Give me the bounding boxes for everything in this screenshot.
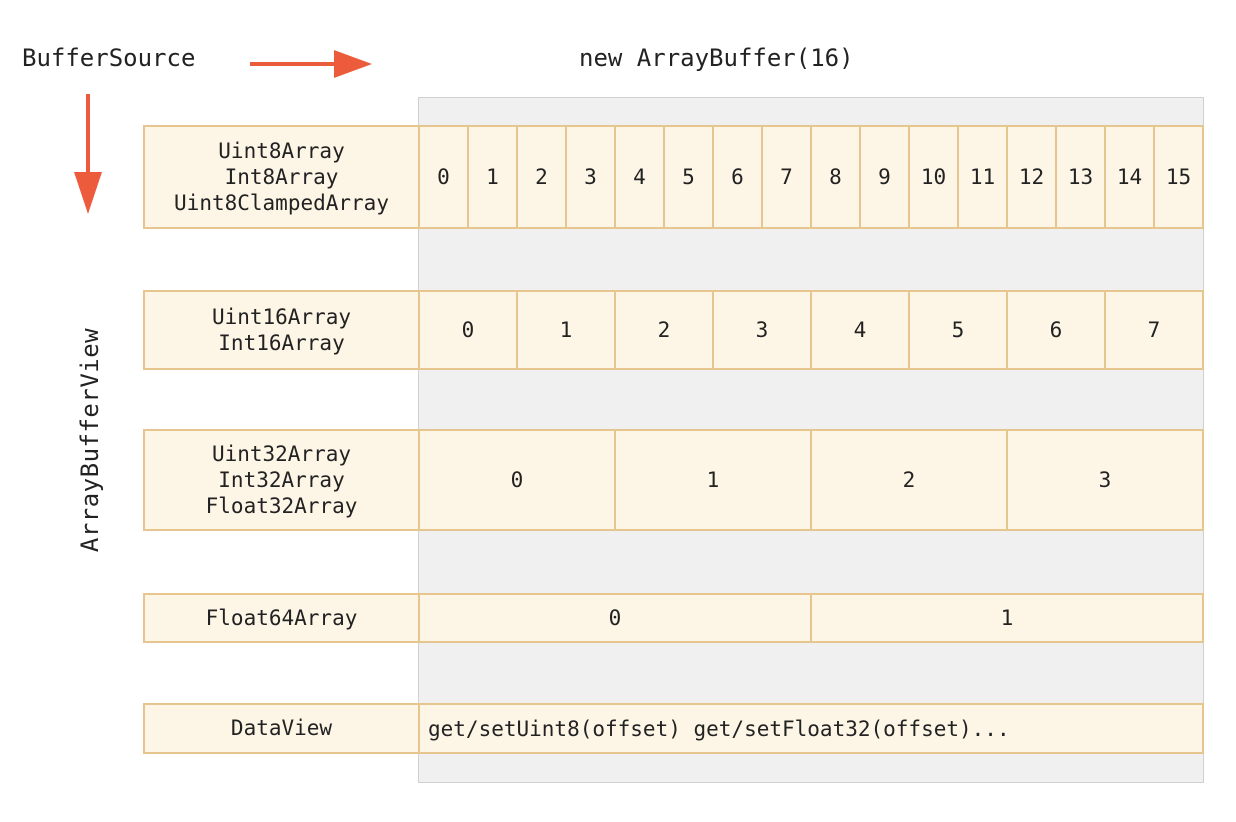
element-cell: 5 [908,290,1008,370]
byte-cell: 10 [908,125,959,229]
type-name: Int8Array [224,164,339,189]
element-cell: 7 [1104,290,1204,370]
byte-cell: 13 [1055,125,1106,229]
byte-cell: 15 [1153,125,1204,229]
element-cell: 3 [712,290,812,370]
row-dataview: DataView get/setUint8(offset) get/setFlo… [143,703,1204,754]
byte-cell: 6 [712,125,763,229]
byte-cell: 8 [810,125,861,229]
byte-cell: 5 [663,125,714,229]
array-buffer-view-label: ArrayBufferView [76,327,104,553]
element-cell: 4 [810,290,910,370]
element-cell: 1 [810,593,1204,643]
down-arrow-icon [74,94,102,214]
row-uint8: Uint8Array Int8Array Uint8ClampedArray 0… [143,125,1204,229]
array-buffer-label: new ArrayBuffer(16) [579,44,854,72]
byte-cell: 12 [1006,125,1057,229]
type-name: Int16Array [218,331,345,355]
byte-cell: 14 [1104,125,1155,229]
byte-cell: 0 [418,125,469,229]
byte-cell: 7 [761,125,812,229]
right-arrow-icon [250,50,372,78]
type-name: Float32Array [205,494,358,519]
element-cell: 1 [516,290,616,370]
element-cell: 0 [418,429,616,531]
row-label: Uint32Array Int32Array Float32Array [143,429,420,531]
element-cell: 2 [810,429,1008,531]
type-name: Uint32Array [211,441,352,466]
type-name: Uint8Array [218,138,345,163]
element-cell: 0 [418,290,518,370]
element-cell: 1 [614,429,812,531]
byte-cell: 4 [614,125,665,229]
type-name: Uint16Array [211,304,352,329]
type-name: Float64Array [205,605,358,630]
row-label: Uint8Array Int8Array Uint8ClampedArray [143,125,420,229]
byte-cell: 9 [859,125,910,229]
element-cell: 6 [1006,290,1106,370]
row-uint16: Uint16Array Int16Array 0 1 2 3 4 5 6 7 [143,290,1204,370]
element-cell: 2 [614,290,714,370]
buffer-source-label: BufferSource [22,44,196,72]
row-label: Float64Array [143,593,420,643]
row-label: Uint16Array Int16Array [143,290,420,370]
row-label: DataView [143,703,420,754]
element-cell: 3 [1006,429,1204,531]
dataview-methods: get/setUint8(offset) get/setFloat32(offs… [418,703,1204,754]
type-name: Uint8ClampedArray [174,191,389,216]
byte-cell: 1 [467,125,518,229]
element-cell: 0 [418,593,812,643]
type-name: DataView [230,716,333,741]
byte-cell: 2 [516,125,567,229]
byte-cell: 3 [565,125,616,229]
type-name: Int32Array [218,467,345,492]
byte-cell: 11 [957,125,1008,229]
row-uint32: Uint32Array Int32Array Float32Array 0 1 … [143,429,1204,531]
row-float64: Float64Array 0 1 [143,593,1204,643]
